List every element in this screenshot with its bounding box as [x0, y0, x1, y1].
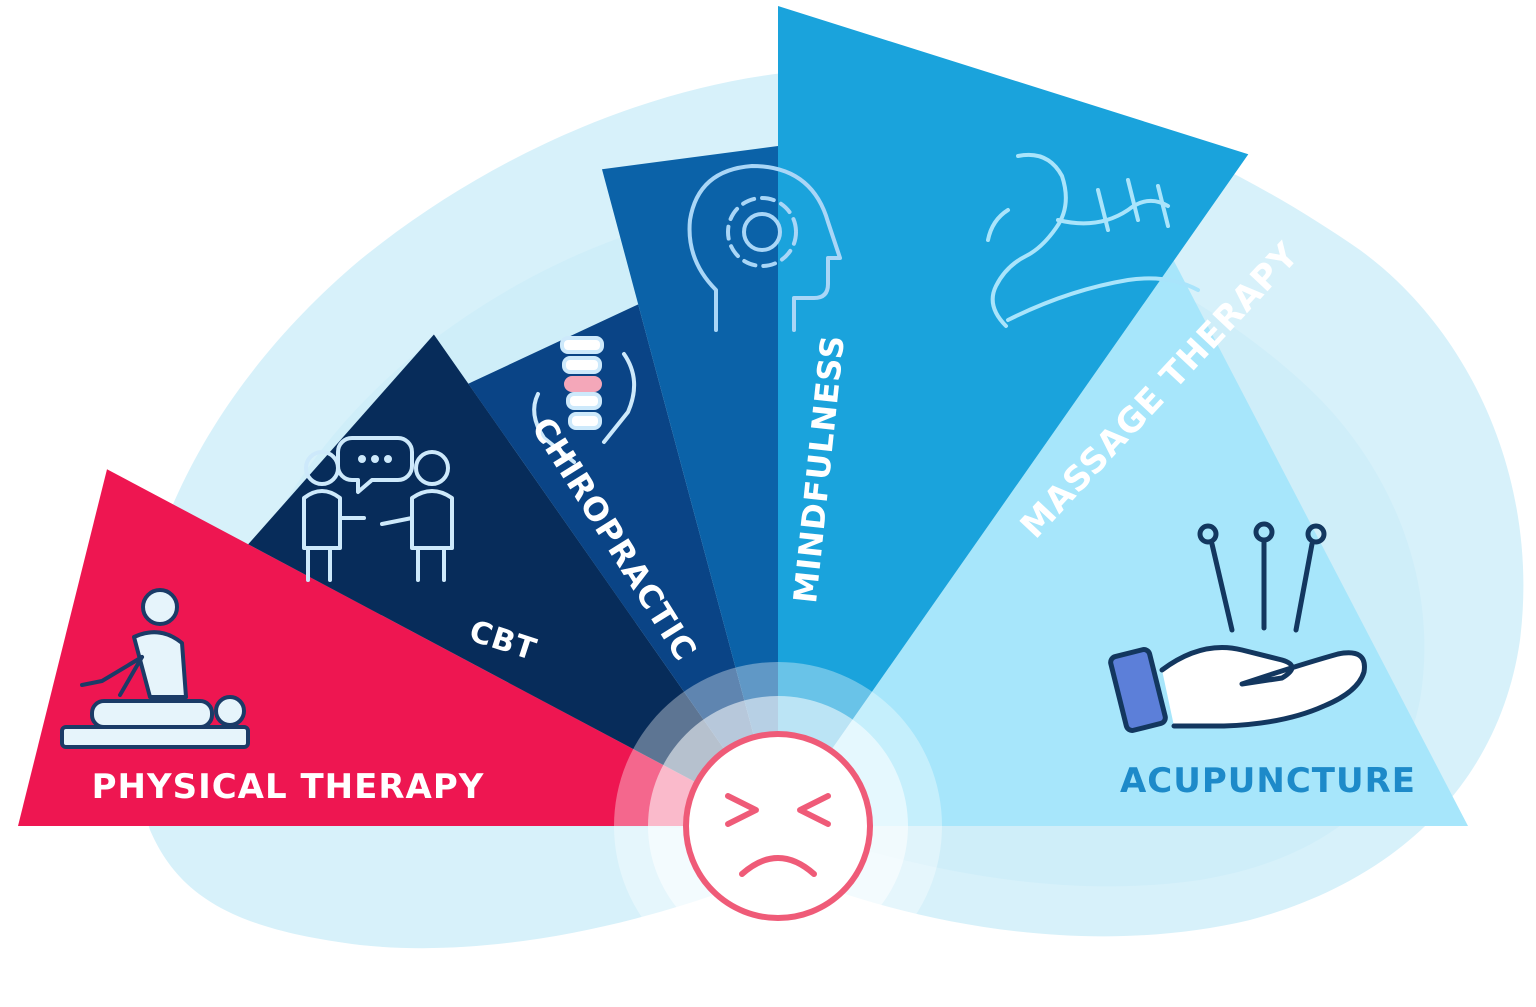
head-gear-icon: [687, 164, 842, 332]
acupuncture-hand-icon: [1108, 521, 1367, 733]
segment-massage-therapy: [778, 6, 1249, 826]
pain-face-icon: [614, 662, 942, 990]
segment-mindfulness: [602, 146, 778, 826]
physical-therapy-icon: [60, 588, 250, 749]
segment-chiropractic: [468, 304, 778, 826]
massage-icon: [986, 153, 1200, 328]
label-acupuncture: ACUPUNCTURE: [1120, 761, 1416, 801]
conversation-icon: [302, 436, 454, 582]
spine-hands-icon: [532, 336, 636, 464]
segment-cbt: [248, 334, 778, 826]
label-physical-therapy: PHYSICAL THERAPY: [92, 767, 485, 807]
